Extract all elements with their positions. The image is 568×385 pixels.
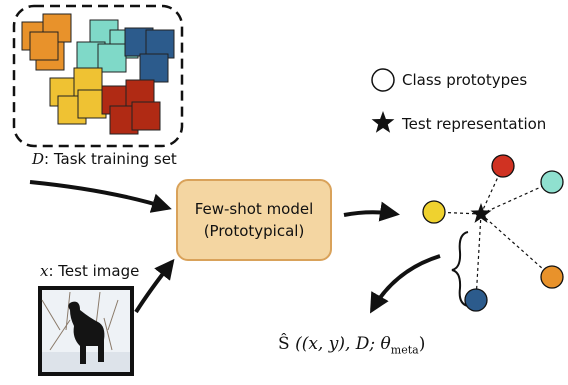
- embedding-space: [422, 154, 564, 312]
- test-representation-star-icon: [470, 203, 492, 223]
- query-text: : Test image: [48, 262, 140, 280]
- arrow-query-to-model: [134, 258, 175, 314]
- formula-subscript: meta: [390, 343, 419, 357]
- support-set-frame: [12, 4, 184, 148]
- formula-close: ): [418, 334, 426, 354]
- distance-line: [480, 181, 553, 215]
- prototype-yellow: [422, 200, 446, 224]
- distance-line: [433, 211, 482, 215]
- test-image: [38, 286, 134, 376]
- arrow-to-output: [370, 254, 441, 314]
- prototype-orange: [540, 265, 564, 289]
- model-title: Few-shot model: [194, 200, 314, 218]
- legend-prototype-label: Class prototypes: [402, 71, 528, 89]
- support-set-variable: D: [32, 150, 45, 168]
- few-shot-model-box: Few-shot model (Prototypical): [176, 179, 332, 261]
- query-label: x: Test image: [40, 262, 139, 280]
- prototype-blue: [464, 288, 488, 312]
- support-image-red: [131, 101, 161, 131]
- support-image-teal: [97, 43, 127, 73]
- legend-test-label: Test representation: [402, 115, 547, 133]
- prototype-teal: [540, 170, 564, 194]
- formula-args: ((x, y), D; θ: [295, 334, 391, 354]
- distance-line: [480, 213, 553, 278]
- distance-line: [475, 213, 482, 301]
- distance-brace: [451, 231, 469, 307]
- support-image-orange: [29, 31, 59, 61]
- support-set-text: : Task training set: [44, 150, 177, 168]
- legend-prototype-icon: [371, 68, 395, 92]
- model-subtitle: (Prototypical): [203, 222, 305, 240]
- dog-silhouette: [68, 301, 105, 364]
- support-set-label: D: Task training set: [32, 150, 177, 168]
- query-variable: x: [40, 262, 49, 280]
- arrow-support-to-model: [29, 180, 172, 213]
- legend-star-icon: [371, 111, 395, 133]
- prototype-red: [491, 154, 515, 178]
- formula-s: Ŝ: [278, 334, 290, 354]
- support-set-images: [21, 13, 175, 135]
- arrow-model-to-embedding: [343, 201, 400, 222]
- support-image-blue: [139, 53, 169, 83]
- output-formula: Ŝ ((x, y), D; θmeta): [278, 334, 425, 356]
